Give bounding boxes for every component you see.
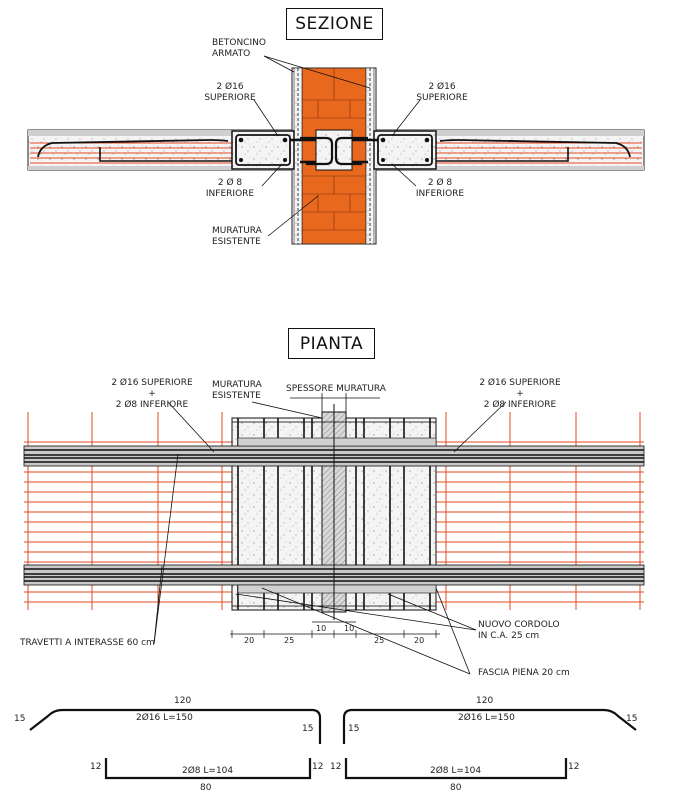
plan-dim-10-left: 10 (316, 624, 327, 633)
plan-label-cordolo: NUOVO CORDOLO IN C.A. 25 cm (478, 620, 560, 642)
plan-dim-10-right: 10 (344, 624, 355, 633)
label-line: INFERIORE (415, 189, 465, 199)
plan-label-muratura: MURATURA ESISTENTE (212, 380, 262, 402)
plan-label-fascia: FASCIA PIENA 20 cm (478, 668, 570, 678)
bar-bottom-left-end-left: 12 (90, 762, 102, 772)
section-label-top-right: 2 Ø16 SUPERIORE (412, 82, 472, 104)
label-line: ESISTENTE (212, 391, 261, 401)
plan-dim-20-left: 20 (244, 636, 255, 645)
label-line: SUPERIORE (204, 93, 256, 103)
label-line: ARMATO (212, 49, 251, 59)
bar-shape-top-right (342, 708, 637, 744)
label-line: MURATURA (212, 380, 262, 390)
label-line: + (516, 389, 524, 399)
plan-label-left-bars: 2 Ø16 SUPERIORE + 2 Ø8 INFERIORE (92, 378, 212, 411)
section-drawing (27, 55, 645, 245)
section-label-bottom-left: 2 Ø 8 INFERIORE (200, 178, 260, 200)
bar-bottom-left-end-right: 12 (312, 762, 324, 772)
plan-label-travetti: TRAVETTI A INTERASSE 60 cm (20, 638, 155, 648)
label-line: 2 Ø16 SUPERIORE (111, 378, 193, 388)
plan-label-spessore: SPESSORE MURATURA (286, 384, 386, 394)
label-line: 2 Ø8 INFERIORE (483, 400, 557, 410)
label-line: SUPERIORE (416, 93, 468, 103)
label-line: + (148, 389, 156, 399)
bar-bottom-right-end-left: 12 (330, 762, 342, 772)
bar-bottom-left-spec: 2Ø8 L=104 (182, 766, 234, 776)
bar-top-right-end-left: 15 (348, 724, 360, 734)
plan-label-right-bars: 2 Ø16 SUPERIORE + 2 Ø8 INFERIORE (460, 378, 580, 411)
section-label-bottom-right: 2 Ø 8 INFERIORE (410, 178, 470, 200)
label-line: NUOVO CORDOLO (478, 620, 560, 630)
plan-title: PIANTA (288, 328, 375, 359)
label-line: 2 Ø16 (216, 82, 244, 92)
label-line: 2 Ø16 (428, 82, 456, 92)
bar-top-right-spec: 2Ø16 L=150 (458, 713, 515, 723)
label-line: INFERIORE (205, 189, 255, 199)
bar-bottom-right-end-right: 12 (568, 762, 580, 772)
plan-dim-25-left: 25 (284, 636, 295, 645)
section-beam-right (373, 130, 437, 170)
bar-top-left-spec: 2Ø16 L=150 (136, 713, 193, 723)
label-line: 2 Ø8 INFERIORE (115, 400, 189, 410)
plan-dim-20-right: 20 (414, 636, 425, 645)
bar-shape-bottom-right (344, 758, 568, 780)
bar-top-left-length: 120 (174, 696, 192, 706)
label-line: MURATURA (212, 226, 262, 236)
bar-top-left-end-left: 15 (14, 714, 26, 724)
label-line: ESISTENTE (212, 237, 261, 247)
bar-bottom-right-spec: 2Ø8 L=104 (430, 766, 482, 776)
plan-drawing (23, 393, 645, 675)
bar-bottom-left-length: 80 (200, 783, 212, 793)
section-beam-left (231, 130, 295, 170)
bar-shape-bottom-left (104, 758, 312, 780)
bar-shapes (29, 708, 637, 780)
label-line: 2 Ø16 SUPERIORE (479, 378, 561, 388)
section-label-top-left: 2 Ø16 SUPERIORE (200, 82, 260, 104)
bar-bottom-right-length: 80 (450, 783, 462, 793)
bar-top-right-end-right: 15 (626, 714, 638, 724)
label-line: 2 Ø 8 (217, 178, 243, 188)
section-label-betoncino: BETONCINO ARMATO (212, 38, 266, 60)
section-title: SEZIONE (286, 8, 383, 40)
bar-top-right-length: 120 (476, 696, 494, 706)
label-line: BETONCINO (212, 38, 266, 48)
label-line: 2 Ø 8 (427, 178, 453, 188)
bar-shape-top-left (29, 708, 322, 744)
bar-top-left-end-right: 15 (302, 724, 314, 734)
plan-dim-25-right: 25 (374, 636, 385, 645)
section-label-muratura: MURATURA ESISTENTE (212, 226, 262, 248)
label-line: IN C.A. 25 cm (478, 631, 540, 641)
